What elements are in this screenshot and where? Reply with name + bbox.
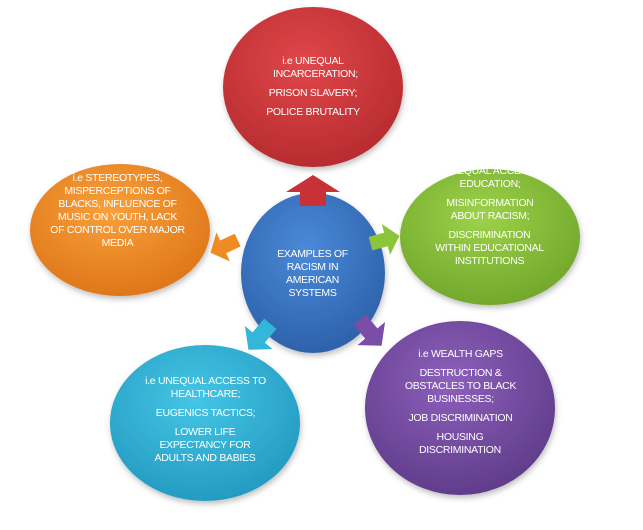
node-wealth-circle xyxy=(365,321,555,495)
node-line: HOUSING DISCRIMINATION xyxy=(419,431,501,456)
node-incarceration-text: i.e UNEQUAL INCARCERATION; PRISON SLAVER… xyxy=(248,55,378,118)
arrow-right-icon xyxy=(368,224,400,255)
node-line: POLICE BRUTALITY xyxy=(266,106,360,118)
center-circle xyxy=(241,193,385,353)
node-wealth-text: i.e WEALTH GAPS DESTRUCTION & OBSTACLES … xyxy=(398,348,523,458)
node-line: LOWER LIFE EXPECTANCY FOR ADULTS AND BAB… xyxy=(154,426,256,464)
node-line: DISCRIMINATION WITHIN EDUCATIONAL INSTIT… xyxy=(435,229,544,267)
node-line: EUGENICS TACTICS; xyxy=(155,407,256,419)
node-media-text: i.e STEREOTYPES, MISPERCEPTIONS OF BLACK… xyxy=(50,172,185,257)
node-media-circle xyxy=(30,164,210,296)
arrow-down-right-icon xyxy=(353,314,386,346)
node-line: PRISON SLAVERY; xyxy=(268,87,358,99)
node-healthcare-text: i.e UNEQUAL ACCESS TO HEALTHCARE; EUGENI… xyxy=(138,375,273,464)
node-line: i.e WEALTH GAPS xyxy=(418,348,503,360)
node-incarceration-circle xyxy=(223,7,403,167)
node-line: i.e UNEQUAL ACCESS TO HEALTHCARE; xyxy=(145,375,266,400)
node-line: JOB DISCRIMINATION xyxy=(408,412,513,424)
arrow-left-icon xyxy=(210,232,241,262)
center-text: EXAMPLES OF RACISM IN AMERICAN SYSTEMS xyxy=(265,248,360,300)
arrow-up-icon xyxy=(286,175,340,206)
node-line: i.e STEREOTYPES, MISPERCEPTIONS OF BLACK… xyxy=(50,172,185,249)
node-education-text: i.e UNEQUAL ACCESS TO EDUCATION; MISINFO… xyxy=(420,165,560,275)
node-line: i.e UNEQUAL ACCESS TO EDUCATION; xyxy=(429,165,551,190)
arrow-down-left-icon xyxy=(244,318,277,350)
node-line: DESTRUCTION & OBSTACLES TO BLACK BUSINES… xyxy=(404,367,517,405)
node-line: i.e UNEQUAL INCARCERATION; xyxy=(273,55,358,80)
center-label: EXAMPLES OF RACISM IN AMERICAN SYSTEMS xyxy=(277,248,348,299)
node-line: MISINFORMATION ABOUT RACISM; xyxy=(446,197,534,222)
node-education-circle xyxy=(400,169,580,305)
node-healthcare-circle xyxy=(110,345,300,501)
